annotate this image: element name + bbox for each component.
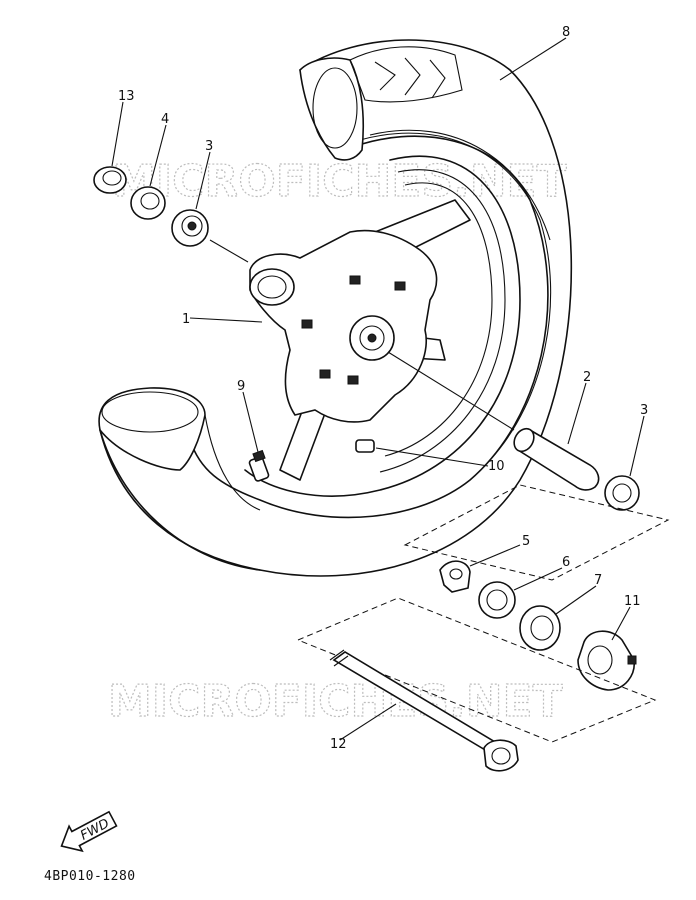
- tire: [98, 39, 573, 577]
- meter-clutch-part-5: [439, 560, 471, 593]
- callout-6: 6: [562, 555, 570, 570]
- exploded-plane-lower: [296, 597, 657, 743]
- callout-2: 2: [583, 370, 591, 385]
- callout-5: 5: [522, 534, 530, 549]
- spacer-part-2: [513, 427, 600, 491]
- bearing-part-3-left: [171, 209, 209, 247]
- gear-unit-part-11: [577, 630, 637, 691]
- callout-1: 1: [182, 312, 190, 327]
- callout-12: 12: [330, 737, 347, 752]
- oil-seal-part-7: [519, 605, 561, 651]
- fwd-arrow-icon: FWD: [60, 810, 118, 853]
- callout-7: 7: [594, 573, 602, 588]
- watermark-bottom: MICROFICHES.NET: [108, 676, 563, 727]
- figure-code: 4BP010-1280: [44, 869, 136, 884]
- watermark-top: MICROFICHES.NET: [112, 156, 567, 207]
- callout-8: 8: [562, 25, 570, 40]
- oil-seal-part-6: [478, 581, 516, 619]
- leader-lines: [111, 37, 645, 741]
- balance-weight-part-10: [355, 439, 375, 453]
- bearing-part-3-right: [604, 475, 640, 511]
- callout-10: 10: [488, 459, 505, 474]
- callout-13: 13: [118, 89, 135, 104]
- hub: [249, 229, 438, 423]
- callout-3-left: 3: [205, 139, 213, 154]
- callout-3-right: 3: [640, 403, 648, 418]
- axle-part-12: [329, 649, 519, 772]
- callout-4: 4: [161, 112, 169, 127]
- collar-part-13: [93, 166, 127, 194]
- exploded-plane-upper: [403, 484, 670, 581]
- callout-9: 9: [237, 379, 245, 394]
- callout-11: 11: [624, 594, 641, 609]
- valve-part-9: [248, 449, 270, 482]
- oil-seal-part-4: [130, 186, 166, 220]
